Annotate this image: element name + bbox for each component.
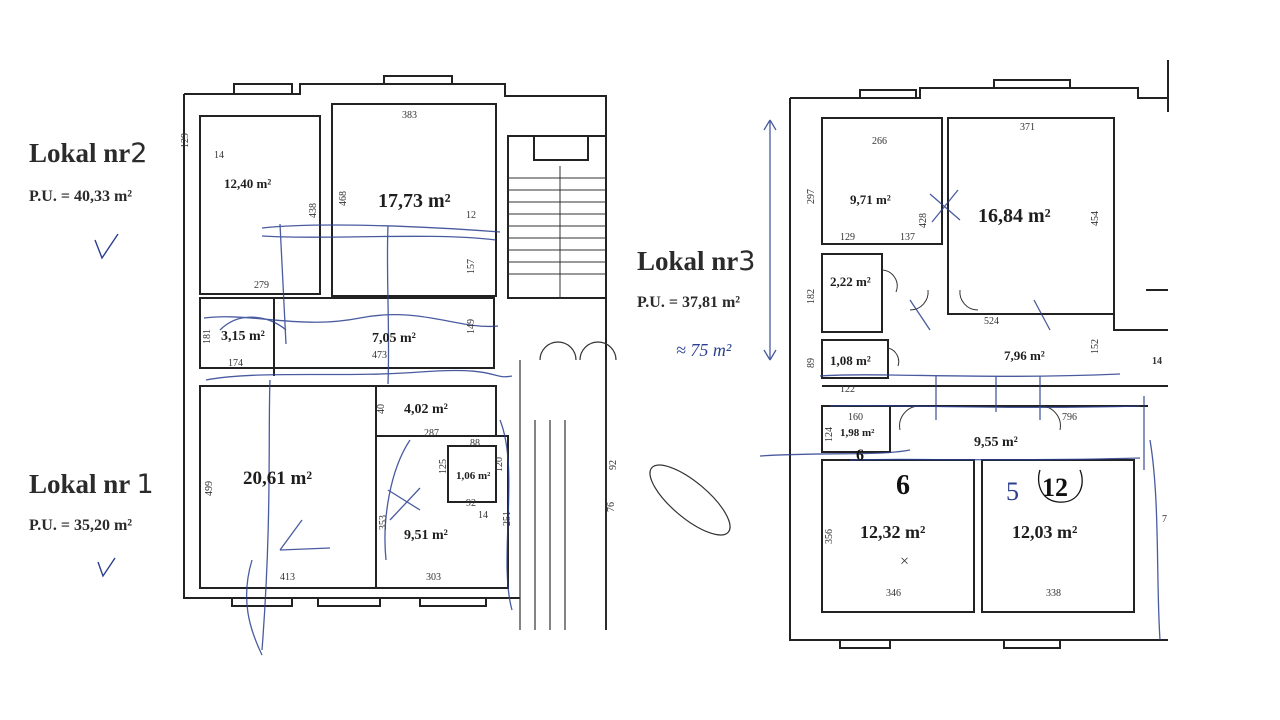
room-area-4-02: 4,02 m² (404, 402, 448, 417)
dim-279: 279 (254, 280, 269, 291)
left-plan-entrance-hall (519, 341, 731, 630)
dim-297: 297 (806, 189, 817, 204)
dim-122: 122 (840, 384, 855, 395)
dim-454: 454 (1090, 211, 1101, 226)
dim-468: 468 (338, 191, 349, 206)
dim-7: 7 (1162, 514, 1167, 525)
dim-287: 287 (424, 428, 439, 439)
lokal2-area-total: P.U. = 40,33 m² (29, 188, 133, 205)
dim-303: 303 (426, 572, 441, 583)
lokal2-title: Lokal nr2 (29, 138, 147, 169)
dim-181: 181 (202, 329, 213, 344)
room-area-20-61: 20,61 m² (243, 468, 312, 489)
dim-125: 125 (438, 459, 449, 474)
lokal2-title-number: 2 (130, 138, 148, 169)
room-area-12-03: 12,03 m² (1012, 522, 1077, 542)
room-area-1-08: 1,08 m² (830, 353, 871, 368)
room-area-3-15: 3,15 m² (221, 329, 265, 344)
lokal1-title-prefix: Lokal nr (29, 469, 137, 499)
dim-438: 438 (308, 203, 319, 218)
room-area-16-84: 16,84 m² (978, 205, 1051, 227)
dim-524: 524 (984, 316, 999, 327)
dim-160: 160 (848, 412, 863, 423)
dim-356: 356 (824, 529, 835, 544)
lokal1-area-total: P.U. = 35,20 m² (29, 517, 133, 534)
room-area-12-40: 12,40 m² (224, 176, 271, 191)
left-plan-pen-marks (203, 223, 513, 656)
dim-129-r: 129 (840, 232, 855, 243)
room-area-7-96: 7,96 m² (1004, 348, 1045, 363)
dim-383: 383 (402, 110, 417, 121)
room-area-1-06: 1,06 m² (456, 470, 491, 482)
room-area-17-73: 17,73 m² (378, 190, 451, 212)
dim-157: 157 (466, 259, 477, 274)
right-plan-walls (789, 60, 1169, 649)
dim-174: 174 (228, 358, 243, 369)
dim-266: 266 (872, 136, 887, 147)
lokal3-title: Lokal nr3 (637, 246, 755, 277)
room-area-2-22: 2,22 m² (830, 274, 871, 289)
room-area-9-55: 9,55 m² (974, 435, 1018, 450)
dim-89: 89 (806, 358, 817, 368)
dim-353: 353 (378, 515, 389, 530)
lokal1-title: Lokal nr 1 (29, 469, 154, 500)
dim-12: 12 (466, 210, 476, 221)
right-plan-pen-marks (759, 119, 1161, 641)
dim-88: 88 (470, 438, 480, 449)
lokal3-title-number: 3 (738, 246, 756, 277)
dim-92-b: 92 (608, 460, 619, 470)
dim-338: 338 (1046, 588, 1061, 599)
lokal2-check-mark (94, 233, 119, 260)
room-area-1-98: 1,98 m² (840, 427, 875, 439)
left-plan-walls (183, 75, 607, 630)
room-area-7-05: 7,05 m² (372, 331, 416, 346)
lokal1-title-number: 1 (136, 469, 154, 500)
dim-14: 14 (214, 150, 224, 161)
handwritten-number-5: 5 (1006, 477, 1019, 506)
cross-mark: × (900, 553, 909, 570)
dim-40: 40 (376, 404, 387, 414)
dim-137: 137 (900, 232, 915, 243)
dim-149: 149 (466, 319, 477, 334)
dim-124: 124 (824, 427, 835, 442)
dim-152: 152 (1090, 339, 1101, 354)
dim-413: 413 (280, 572, 295, 583)
dim-346: 346 (886, 588, 901, 599)
dim-796: 796 (1062, 412, 1077, 423)
dim-251: 251 (502, 511, 513, 526)
dim-129: 129 (180, 133, 191, 148)
dim-14-r: 14 (1152, 356, 1162, 367)
dim-371: 371 (1020, 122, 1035, 133)
oval-around-12 (1037, 469, 1083, 503)
dim-499: 499 (204, 481, 215, 496)
dim-428: 428 (918, 213, 929, 228)
dim-92: 92 (466, 498, 476, 509)
left-plan-stairs (508, 166, 606, 298)
lokal3-handwritten-note: ≈ 75 m² (676, 340, 732, 360)
room-area-9-71: 9,71 m² (850, 192, 891, 207)
handwritten-number-6: 6 (896, 470, 910, 501)
lokal2-title-prefix: Lokal nr (29, 138, 131, 168)
dim-76: 76 (606, 502, 617, 512)
right-plan-door-swings (881, 269, 1061, 431)
lokal3-title-prefix: Lokal nr (637, 246, 739, 276)
room-area-12-32: 12,32 m² (860, 522, 925, 542)
dim-120: 120 (494, 457, 505, 472)
dim-473: 473 (372, 350, 387, 361)
room-area-9-51: 9,51 m² (404, 528, 448, 543)
dim-14-b: 14 (478, 510, 488, 521)
lokal1-check-mark (97, 557, 116, 578)
handwritten-number-6-small: 6 (856, 447, 864, 464)
dim-182: 182 (806, 289, 817, 304)
lokal3-area-total: P.U. = 37,81 m² (637, 294, 741, 311)
